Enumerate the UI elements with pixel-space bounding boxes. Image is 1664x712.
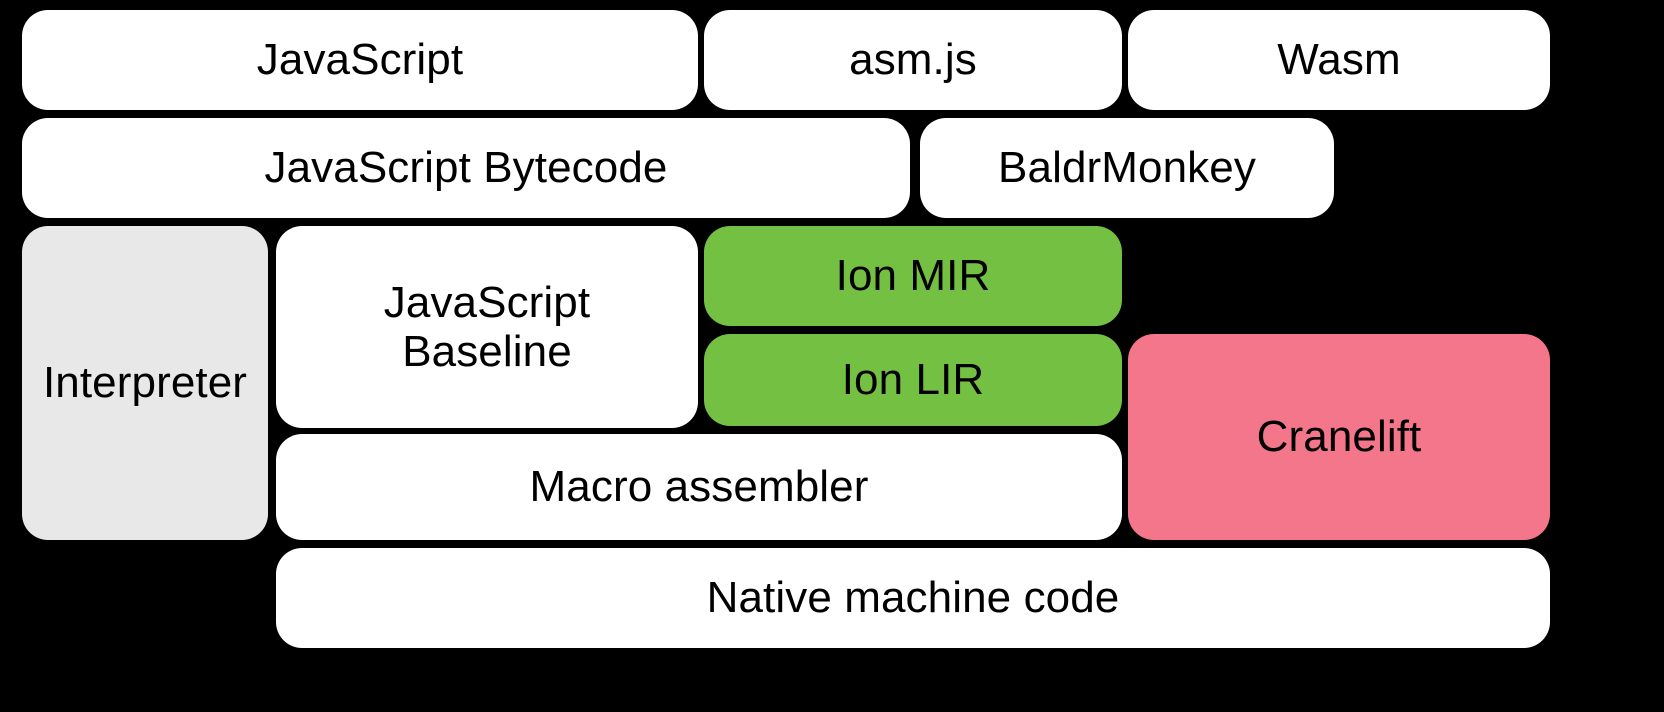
box-cranelift: Cranelift: [1128, 334, 1550, 540]
box-asm-js: asm.js: [704, 10, 1122, 110]
box-javascript-bytecode: JavaScript Bytecode: [22, 118, 910, 218]
box-ion-lir: Ion LIR: [704, 334, 1122, 426]
box-baldrmonkey: BaldrMonkey: [920, 118, 1334, 218]
box-native-machine-code: Native machine code: [276, 548, 1550, 648]
box-wasm: Wasm: [1128, 10, 1550, 110]
box-javascript: JavaScript: [22, 10, 698, 110]
box-ion-mir: Ion MIR: [704, 226, 1122, 326]
box-macro-assembler: Macro assembler: [276, 434, 1122, 540]
box-interpreter: Interpreter: [22, 226, 268, 540]
box-javascript-baseline: JavaScript Baseline: [276, 226, 698, 428]
